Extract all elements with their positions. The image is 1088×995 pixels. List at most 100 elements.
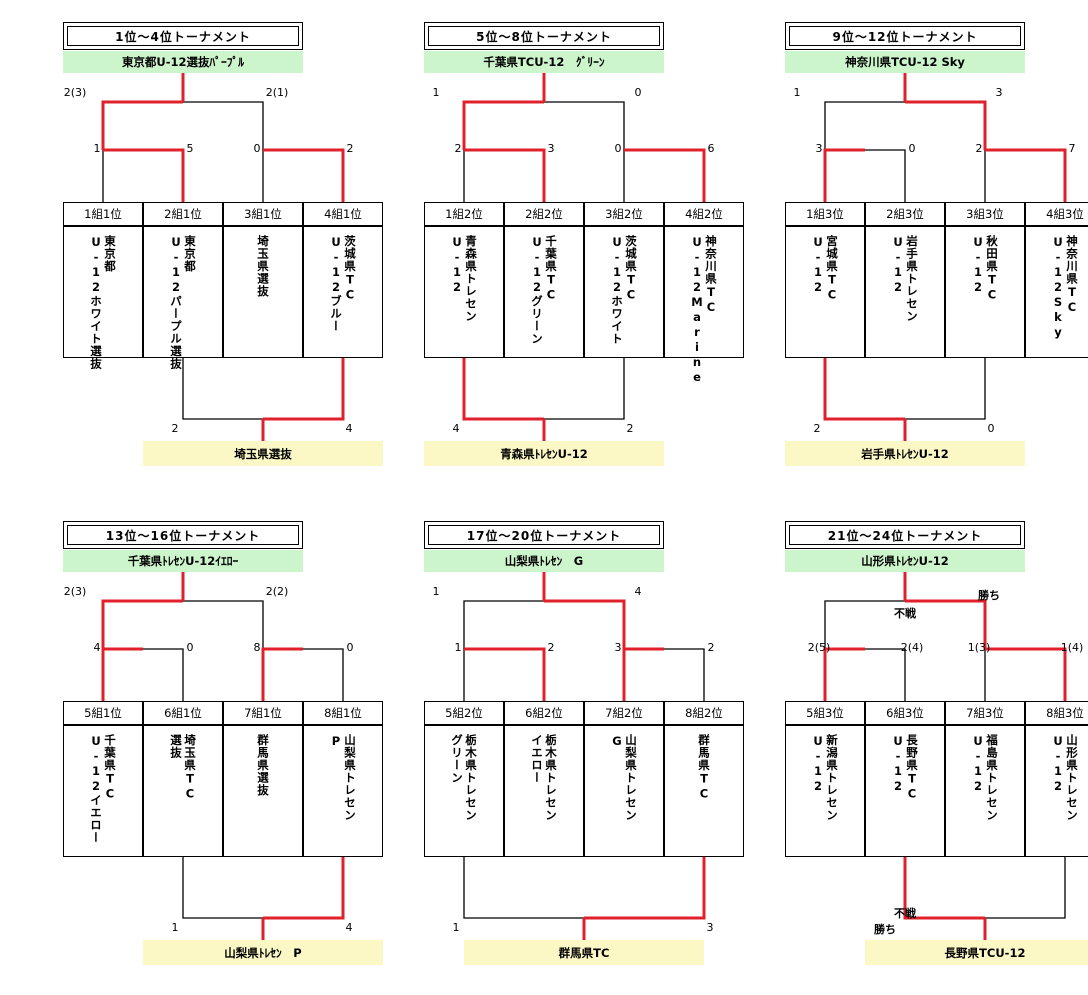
team-name: 群馬県選抜 [256, 734, 270, 797]
winner-label: 山梨県ﾄﾚｾﾝ G [424, 550, 664, 572]
team-name: 山梨県トレセン P [329, 734, 357, 822]
bracket-title: 9位～12位トーナメント [785, 22, 1025, 50]
final-score: 2(2) [265, 585, 289, 598]
semi-score: 1(3) [967, 641, 991, 654]
winner-label: 千葉県TCU-12 ｸﾞﾘｰﾝ [424, 51, 664, 73]
seed-cell: 8組3位 [1025, 701, 1088, 725]
walkover-note: 勝ち [874, 923, 896, 936]
final-score: 2(3) [63, 585, 87, 598]
team-name: 茨城県TC U-12ブルー [329, 235, 357, 333]
third-base [824, 358, 986, 420]
team-cell: 埼玉県選抜 [223, 226, 303, 358]
seed-cell: 7組2位 [584, 701, 664, 725]
team-cell: 秋田県TC U-12 [945, 226, 1025, 358]
team-name: 栃木県トレセン グリーン [450, 734, 478, 822]
semi-right-win [622, 647, 664, 701]
semi-score: 0 [253, 142, 261, 155]
seed-cell: 8組2位 [664, 701, 744, 725]
title-inner-border [789, 525, 1021, 545]
team-cell: 千葉県TC U-12グリーン [504, 226, 584, 358]
seed-cell: 3組1位 [223, 202, 303, 226]
third-score: 2 [813, 422, 821, 435]
team-name: 山形県トレセン U-12 [1051, 734, 1079, 822]
final-base [102, 101, 264, 150]
semi-score: 3 [547, 142, 555, 155]
third-base [904, 857, 1066, 919]
walkover-note: 不戦 [894, 607, 916, 620]
team-name: 東京都 U-12ホワイト選抜 [89, 235, 117, 370]
semi-score: 2 [975, 142, 983, 155]
team-cell: 山梨県トレセン P [303, 725, 383, 857]
title-text: 9位～12位トーナメント [832, 29, 978, 44]
final-win [101, 599, 183, 649]
title-text: 21位～24位トーナメント [827, 528, 983, 543]
title-text: 1位～4位トーナメント [115, 29, 251, 44]
final-score: 3 [995, 86, 1003, 99]
final-score: 2(1) [265, 86, 289, 99]
third-base [182, 358, 344, 420]
semi-left-win [101, 647, 143, 701]
final-base [463, 101, 625, 150]
semi-left-base [102, 149, 184, 202]
final-base [824, 101, 986, 150]
title-inner-border [428, 26, 660, 46]
third-win [263, 857, 345, 920]
seed-cell: 1組2位 [424, 202, 504, 226]
team-cell: 福島県トレセン U-12 [945, 725, 1025, 857]
semi-score: 4 [93, 641, 101, 654]
title-inner-border [789, 26, 1021, 46]
team-name: 茨城県TC U-12ホワイト [610, 235, 638, 345]
semi-right-base [262, 648, 344, 701]
final-score: 0 [634, 86, 642, 99]
team-name: 新潟県トレセン U-12 [811, 734, 839, 822]
semi-score: 2 [346, 142, 354, 155]
final-score: 2(3) [63, 86, 87, 99]
bracket-lines [463, 572, 706, 940]
team-name: 宮城県TC U-12 [811, 235, 839, 303]
team-cell: 茨城県TC U-12ホワイト [584, 226, 664, 358]
team-name: 神奈川県TC U-12Sky [1051, 235, 1079, 340]
title-inner-border [428, 525, 660, 545]
seed-cell: 2組1位 [143, 202, 223, 226]
seed-cell: 5組3位 [785, 701, 865, 725]
semi-left-base [824, 648, 906, 701]
team-cell: 千葉県TC U-12イエロー [63, 725, 143, 857]
team-name: 群馬県TC [697, 734, 711, 802]
semi-right-win2 [985, 148, 1067, 202]
seed-cell: 6組1位 [143, 701, 223, 725]
seed-cell: 4組1位 [303, 202, 383, 226]
semi-right-win [1025, 647, 1067, 701]
semi-right-base [984, 149, 1066, 202]
semi-right-win2 [985, 647, 1067, 701]
semi-score: 2(4) [900, 641, 924, 654]
semi-left-win2 [464, 148, 546, 202]
title-inner-border [67, 525, 299, 545]
final-score: 1 [793, 86, 801, 99]
third-place-label: 青森県ﾄﾚｾﾝU-12 [424, 441, 664, 466]
semi-right-win [261, 647, 303, 701]
semi-score: 0 [186, 641, 194, 654]
team-name: 千葉県TC U-12イエロー [89, 734, 117, 844]
seed-cell: 7組1位 [223, 701, 303, 725]
seed-cell: 1組1位 [63, 202, 143, 226]
seed-cell: 2組2位 [504, 202, 584, 226]
bracket-title: 21位～24位トーナメント [785, 521, 1025, 549]
semi-right-base [623, 648, 705, 701]
team-cell: 群馬県選抜 [223, 725, 303, 857]
third-score: 3 [706, 921, 714, 934]
third-win [263, 358, 345, 421]
seed-cell: 7組3位 [945, 701, 1025, 725]
final-base [102, 600, 264, 649]
third-place-label: 岩手県ﾄﾚｾﾝU-12 [785, 441, 1025, 466]
team-name: 千葉県TC U-12グリーン [530, 235, 558, 345]
third-win [584, 857, 706, 920]
team-cell: 茨城県TC U-12ブルー [303, 226, 383, 358]
semi-right-win [303, 148, 345, 202]
walkover-note: 勝ち [978, 589, 1000, 602]
team-name: 埼玉県TC 選抜 [169, 734, 197, 802]
semi-left-win [823, 148, 865, 202]
third-score: 2 [626, 422, 634, 435]
third-win [462, 358, 544, 421]
